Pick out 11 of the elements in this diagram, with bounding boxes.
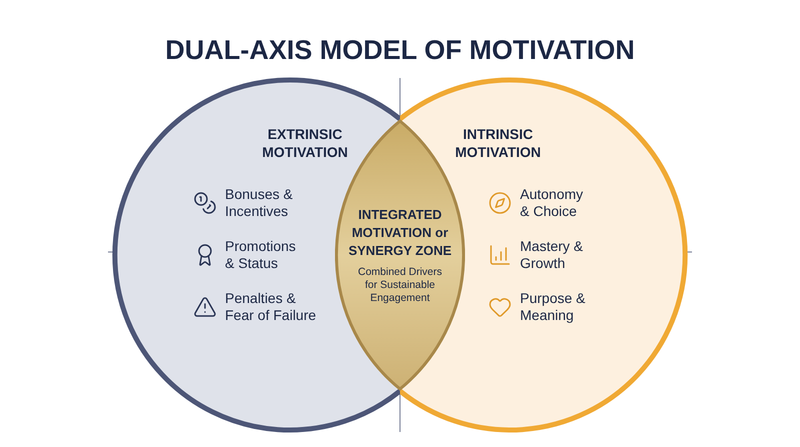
circle-heading: EXTRINSIC MOTIVATION [261, 125, 349, 161]
title: DUAL-AXIS MODEL OF MOTIVATION [164, 34, 636, 67]
circle-heading: INTRINSIC MOTIVATION [454, 125, 542, 161]
driver-label: Penalties & Fear of Failure [225, 290, 318, 324]
driver-label: Purpose & Meaning [520, 290, 586, 324]
driver-label: Mastery & Growth [520, 238, 584, 272]
overlap-heading: INTEGRATED MOTIVATION or SYNERGY ZONE [347, 206, 453, 260]
driver-label: Bonuses & Incentives [225, 186, 294, 220]
overlap-description: Combined Drivers for Sustainable Engagement [356, 266, 444, 304]
driver-label: Promotions & Status [225, 238, 297, 272]
driver-label: Autonomy & Choice [520, 186, 584, 220]
